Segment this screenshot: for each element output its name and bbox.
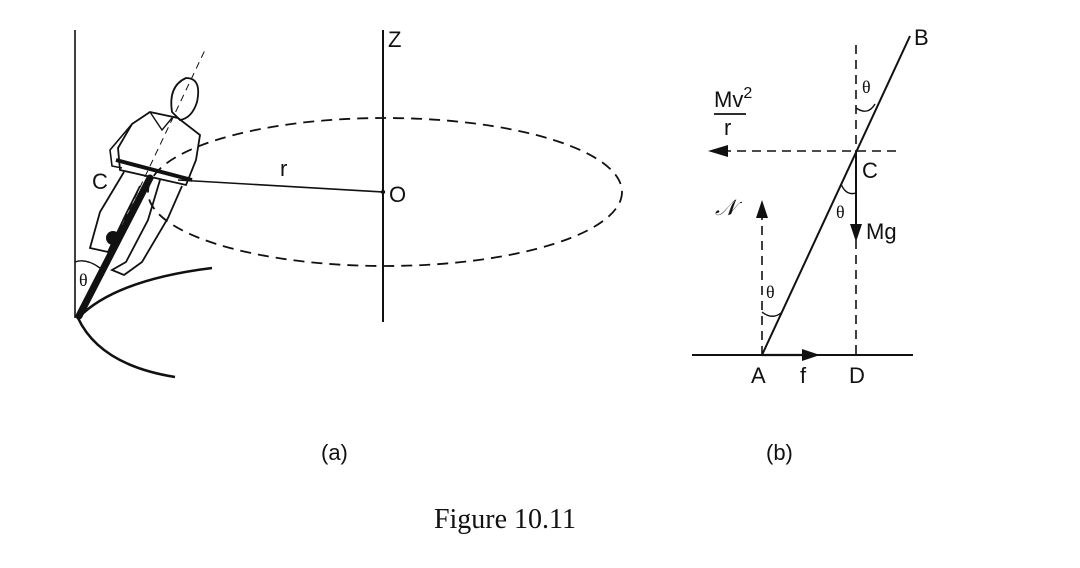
- label-c-b: C: [862, 158, 878, 183]
- theta-arc-mid: [840, 183, 857, 195]
- label-b: B: [914, 25, 929, 50]
- ground-curve-upper: [77, 266, 213, 319]
- label-c-a: C: [92, 169, 108, 194]
- caption-a: (a): [321, 440, 348, 465]
- label-normal: 𝒩: [715, 195, 743, 220]
- rider-leg-back: [88, 171, 141, 254]
- caption-b: (b): [766, 440, 793, 465]
- friction-arrowhead: [802, 349, 820, 361]
- cyclist-figure: [75, 77, 201, 320]
- theta-arc-a: [74, 260, 101, 269]
- label-a: A: [751, 363, 766, 388]
- figure-b: Mv2 r B C Mg 𝒩 A f D θ θ θ (b): [692, 25, 929, 465]
- rider-arm: [109, 123, 133, 169]
- radius-line: [177, 179, 384, 193]
- center-point: [380, 189, 386, 195]
- normal-arrowhead: [756, 200, 768, 218]
- label-z: Z: [388, 27, 401, 52]
- bicycle: [75, 174, 154, 320]
- label-theta-top: θ: [862, 77, 871, 97]
- centripetal-denominator: r: [724, 115, 731, 140]
- centripetal-numerator: Mv2: [714, 85, 752, 112]
- ground-curve-lower: [76, 317, 176, 379]
- theta-arc-top: [855, 103, 876, 112]
- theta-arc-bottom: [761, 311, 782, 317]
- label-f: f: [800, 363, 807, 388]
- label-mg: Mg: [866, 219, 897, 244]
- label-r: r: [280, 156, 287, 181]
- rider-head: [170, 77, 200, 121]
- rider-collar: [149, 111, 173, 132]
- centripetal-arrowhead: [708, 145, 728, 157]
- line-ab: [761, 35, 911, 356]
- weight-arrowhead: [850, 224, 862, 242]
- label-d: D: [849, 363, 865, 388]
- label-o: O: [389, 182, 406, 207]
- label-theta-mid: θ: [836, 202, 845, 222]
- label-theta-a: θ: [79, 270, 88, 290]
- centripetal-exponent: 2: [743, 85, 752, 102]
- figure-a: Z O r C θ (a): [74, 27, 623, 465]
- figure-title: Figure 10.11: [434, 504, 576, 535]
- circular-path: [147, 117, 623, 267]
- rider-belt: [115, 158, 193, 182]
- rider-torso: [117, 111, 201, 187]
- rider-leg-front: [109, 179, 183, 277]
- label-theta-bottom: θ: [766, 282, 775, 302]
